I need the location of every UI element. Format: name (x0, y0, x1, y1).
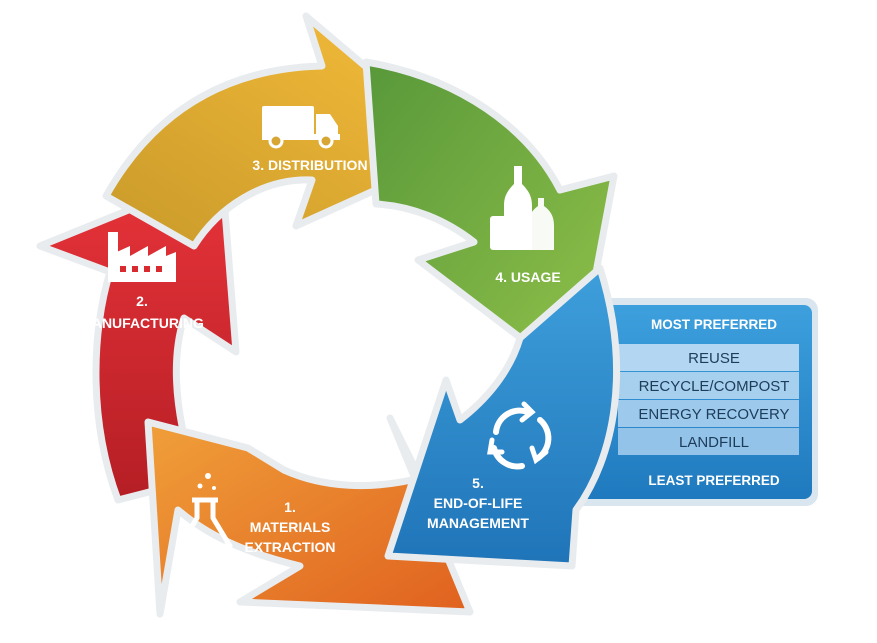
least-preferred-label: LEAST PREFERRED (648, 473, 780, 488)
preference-row-recycle (618, 372, 799, 399)
preference-option-recycle: RECYCLE/COMPOST (639, 378, 790, 395)
stage-number-materials: 1. (284, 499, 296, 515)
most-preferred-label: MOST PREFERRED (651, 317, 777, 332)
stage-label-materials-line2: EXTRACTION (245, 539, 336, 555)
factory-icon (108, 232, 176, 282)
truck-icon (262, 106, 340, 149)
stage-label-end-of-life-line2: MANAGEMENT (427, 515, 529, 531)
preference-panel: MOST PREFERRED REUSE RECYCLE/COMPOST ENE… (566, 298, 818, 506)
stage-label-manufacturing: MANUFACTURING (80, 315, 204, 331)
preference-row-reuse (618, 344, 799, 371)
stage-number-end-of-life: 5. (472, 475, 484, 491)
preference-options: REUSE RECYCLE/COMPOST ENERGY RECOVERY LA… (618, 344, 799, 455)
preference-option-energy: ENERGY RECOVERY (638, 406, 789, 423)
recycle-icon (487, 401, 552, 470)
preference-row-energy (618, 400, 799, 427)
stage-label-end-of-life-line1: END-OF-LIFE (434, 495, 523, 511)
stage-label-materials-line1: MATERIALS (250, 519, 331, 535)
stage-label-distribution: 3. DISTRIBUTION (252, 157, 367, 173)
stage-arrow-manufacturing (36, 168, 240, 504)
bottles-icon (490, 166, 554, 250)
preference-option-reuse: REUSE (688, 350, 740, 367)
stage-label-usage: 4. USAGE (495, 269, 560, 285)
preference-row-landfill (618, 428, 799, 455)
preference-option-landfill: LANDFILL (679, 434, 749, 451)
stage-arrow-materials-extraction (144, 414, 474, 618)
flask-icon (177, 473, 233, 549)
stage-number-manufacturing: 2. (136, 293, 148, 309)
